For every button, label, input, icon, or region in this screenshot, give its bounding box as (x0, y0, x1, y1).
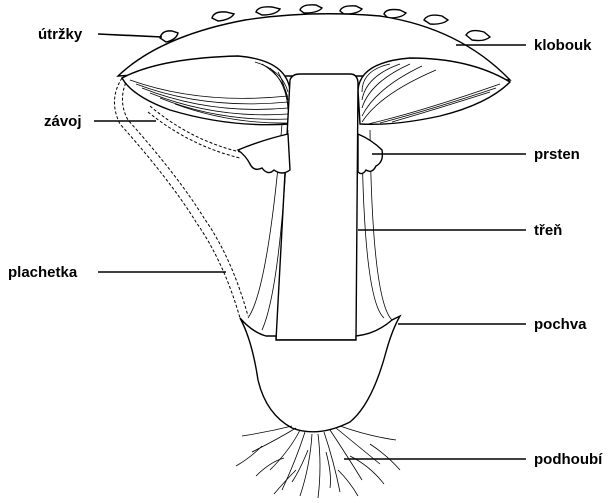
label-prsten: prsten (534, 146, 580, 163)
label-zavoj: závoj (44, 113, 82, 130)
label-tren: třeň (534, 222, 562, 239)
mycelium (236, 426, 400, 498)
stem (276, 74, 358, 340)
label-utrzky: útržky (38, 26, 83, 43)
label-pochva: pochva (534, 316, 587, 333)
label-klobouk: klobouk (534, 37, 592, 54)
label-plachetka: plachetka (8, 264, 78, 281)
label-podhoubi: podhoubí (534, 451, 603, 468)
